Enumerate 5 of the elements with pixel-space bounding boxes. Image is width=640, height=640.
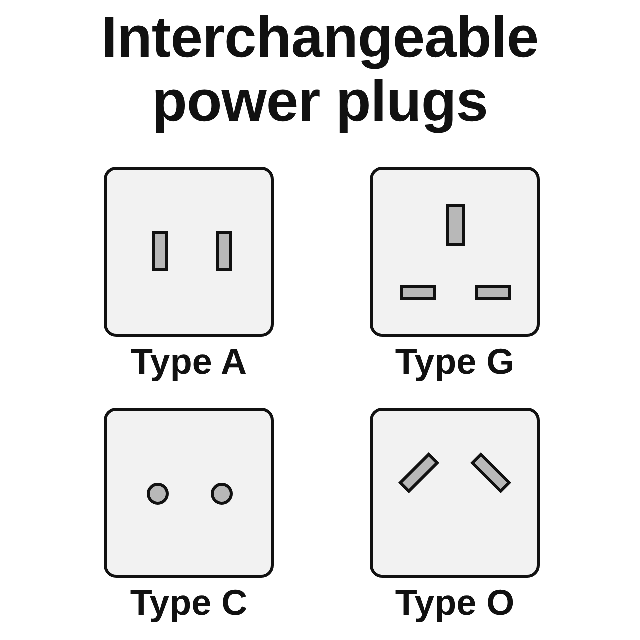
- title: Interchangeable power plugs: [100, 6, 540, 134]
- socket-type-label: Type C: [129, 582, 249, 624]
- socket-type-label: Type O: [394, 582, 516, 624]
- socket-type-label: Type G: [394, 341, 516, 383]
- socket-type-label: Type A: [130, 341, 248, 383]
